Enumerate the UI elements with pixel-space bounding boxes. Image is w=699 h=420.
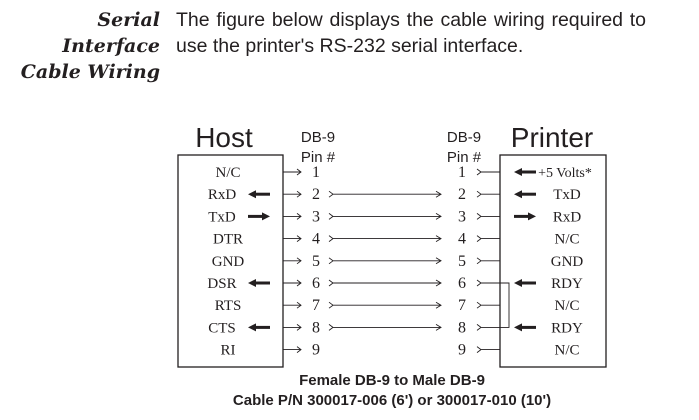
left-pin-number: 4 bbox=[312, 231, 320, 248]
right-pin-number: 5 bbox=[458, 253, 466, 270]
pin-stub-arrow-icon bbox=[283, 346, 302, 353]
host-out-arrow-icon bbox=[262, 212, 270, 221]
pin-stub-arrow-icon bbox=[283, 301, 302, 309]
printer-in-arrow-icon bbox=[514, 323, 522, 332]
left-pin-header: DB-9 bbox=[301, 129, 335, 146]
cable-wire bbox=[328, 301, 442, 309]
host-signal-label: TxD bbox=[208, 209, 236, 225]
printer-signal-label: GND bbox=[551, 254, 584, 270]
right-pin-stub bbox=[476, 346, 500, 353]
right-pin-number: 7 bbox=[458, 297, 466, 314]
heading-line-1: Serial Interface bbox=[62, 9, 160, 57]
host-signal-label: RTS bbox=[215, 298, 242, 314]
host-signal-label: GND bbox=[212, 254, 245, 270]
host-signal-label: RI bbox=[221, 343, 236, 359]
host-in-arrow-icon bbox=[248, 279, 256, 287]
right-pin-stub bbox=[476, 168, 500, 176]
printer-signal-label: N/C bbox=[554, 232, 579, 248]
left-pin-number: 7 bbox=[312, 297, 320, 314]
right-pin-number: 1 bbox=[458, 164, 466, 181]
right-pin-stub bbox=[476, 235, 500, 242]
right-pin-stub bbox=[476, 301, 500, 309]
right-pin-stub bbox=[476, 324, 500, 331]
right-pin-number: 6 bbox=[458, 275, 466, 292]
pin-stub-arrow-icon bbox=[283, 168, 302, 176]
cable-wire bbox=[328, 213, 442, 220]
printer-out-arrow-icon bbox=[528, 212, 536, 221]
left-pin-number: 2 bbox=[312, 186, 320, 203]
right-pin-number: 3 bbox=[458, 208, 466, 225]
host-signal-label: RxD bbox=[208, 187, 237, 203]
printer-in-arrow-icon bbox=[514, 279, 522, 287]
host-in-arrow-icon bbox=[248, 323, 256, 332]
host-signal-label: DTR bbox=[213, 232, 243, 248]
printer-signal-label: N/C bbox=[554, 343, 579, 359]
pin-stub-arrow-icon bbox=[283, 190, 302, 198]
printer-in-arrow-icon bbox=[514, 168, 522, 176]
left-pin-number: 5 bbox=[312, 253, 320, 270]
host-signal-label: DSR bbox=[207, 276, 236, 292]
pin-stub-arrow-icon bbox=[283, 279, 302, 287]
heading-line-2: Cable Wiring bbox=[20, 61, 160, 83]
printer-in-arrow-icon bbox=[514, 190, 522, 199]
left-pin-header: Pin # bbox=[301, 149, 336, 166]
right-pin-number: 8 bbox=[458, 319, 466, 336]
intro-paragraph: The figure below displays the cable wiri… bbox=[176, 9, 646, 57]
printer-signal-label: TxD bbox=[553, 187, 581, 203]
section-heading: Serial Interface Cable Wiring bbox=[0, 7, 160, 85]
right-pin-number: 4 bbox=[458, 231, 466, 248]
left-pin-number: 1 bbox=[312, 164, 320, 181]
right-pin-stub bbox=[476, 257, 500, 265]
host-signal-label: N/C bbox=[215, 165, 240, 181]
left-pin-number: 8 bbox=[312, 319, 320, 336]
cable-wire bbox=[328, 190, 442, 198]
left-pin-number: 9 bbox=[312, 342, 320, 359]
printer-signal-label: N/C bbox=[554, 298, 579, 314]
host-signal-label: CTS bbox=[208, 320, 236, 336]
caption-line-2: Cable P/N 300017-006 (6') or 300017-010 … bbox=[233, 392, 551, 409]
left-pin-number: 3 bbox=[312, 208, 320, 225]
cable-wire bbox=[328, 235, 442, 242]
right-pin-stub bbox=[476, 279, 500, 287]
left-pin-number: 6 bbox=[312, 275, 320, 292]
pin-stub-arrow-icon bbox=[283, 213, 302, 220]
right-pin-stub bbox=[476, 213, 500, 220]
right-pin-stub bbox=[476, 190, 500, 198]
host-title: Host bbox=[195, 122, 253, 153]
host-in-arrow-icon bbox=[248, 190, 256, 199]
printer-signal-label: RxD bbox=[553, 209, 582, 225]
printer-title: Printer bbox=[511, 122, 593, 153]
caption-line-1: Female DB-9 to Male DB-9 bbox=[299, 372, 485, 389]
pin-stub-arrow-icon bbox=[283, 324, 302, 331]
printer-signal-label: RDY bbox=[551, 276, 583, 292]
cable-wire bbox=[328, 257, 442, 265]
cable-wire bbox=[328, 324, 442, 331]
printer-signal-label: RDY bbox=[551, 320, 583, 336]
right-pin-header: Pin # bbox=[447, 149, 482, 166]
right-pin-number: 2 bbox=[458, 186, 466, 203]
cable-wire bbox=[328, 279, 442, 287]
pin-stub-arrow-icon bbox=[283, 235, 302, 242]
pin-stub-arrow-icon bbox=[283, 257, 302, 265]
printer-signal-label: +5 Volts* bbox=[538, 166, 592, 181]
right-pin-header: DB-9 bbox=[447, 129, 481, 146]
loopback-bracket bbox=[500, 282, 510, 328]
right-pin-number: 9 bbox=[458, 342, 466, 359]
